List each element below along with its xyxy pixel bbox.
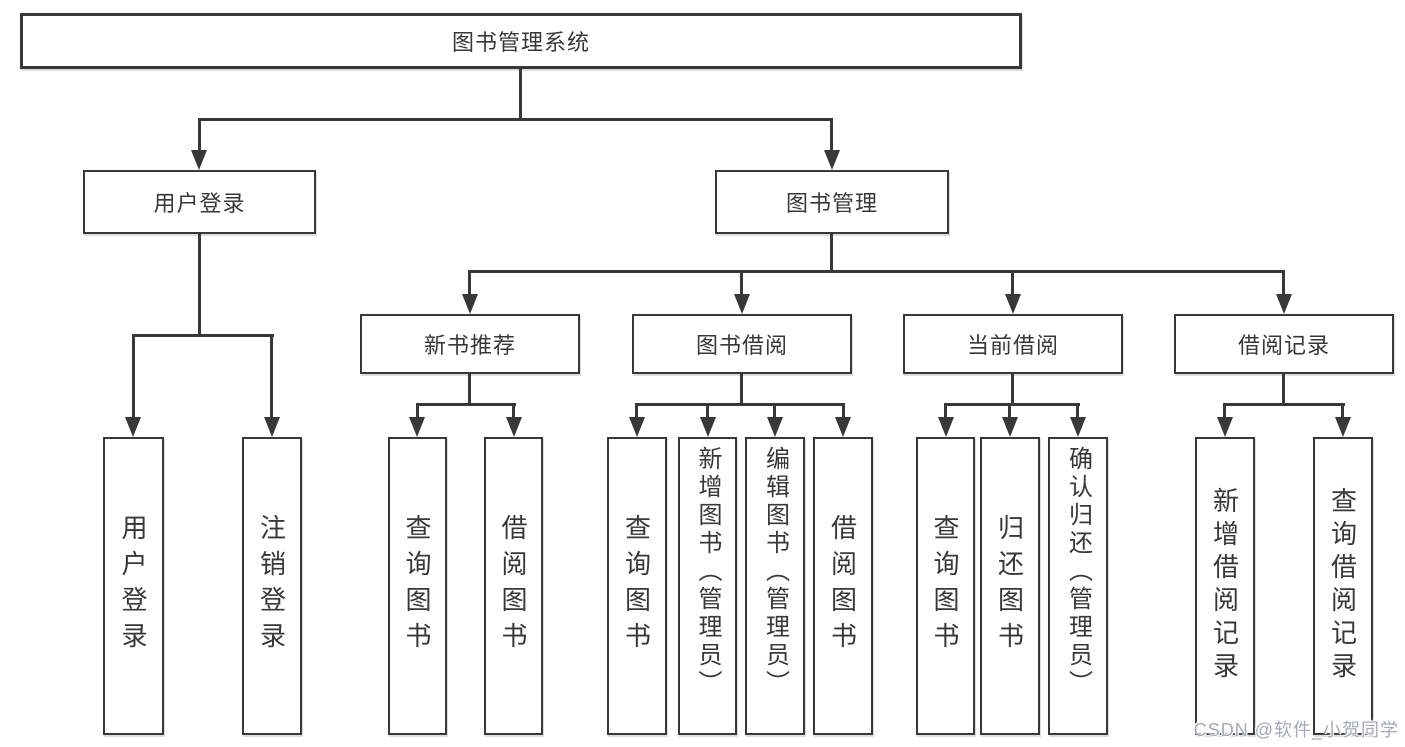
node-book-borrowing: 图书借阅 (632, 314, 852, 374)
connector-borrow-record-stem (1282, 374, 1285, 405)
connector-drop (706, 403, 709, 419)
leaf-borrow-books: 借阅图书 (813, 437, 873, 735)
leaf-borrow-books-recommend: 借阅图书 (484, 437, 543, 735)
connector-drop (512, 403, 515, 419)
connector-rail-book-borrow (635, 403, 845, 406)
leaf-return-books: 归还图书 (980, 437, 1040, 735)
arrow-down-icon (125, 417, 141, 437)
node-current-borrowing: 当前借阅 (903, 314, 1123, 374)
connector-current-borrow-stem (1011, 374, 1014, 405)
arrow-down-icon (734, 294, 750, 314)
leaf-logout-login: 注销登录 (242, 437, 302, 735)
connector-drop-book-borrow (740, 270, 743, 296)
connector-drop-leaf-user-login (132, 334, 135, 419)
arrow-down-icon (1276, 294, 1292, 314)
connector-drop (944, 403, 947, 419)
node-user-login: 用户登录 (83, 170, 316, 234)
arrow-down-icon (629, 417, 645, 437)
arrow-down-icon (767, 417, 783, 437)
connector-drop-current-borrow (1011, 270, 1014, 296)
arrow-down-icon (409, 417, 425, 437)
arrow-down-icon (1005, 294, 1021, 314)
leaf-search-books-recommend: 查询图书 (388, 437, 447, 735)
connector-new-book-stem (468, 374, 471, 405)
arrow-down-icon (938, 417, 954, 437)
connector-rail-level1 (198, 118, 833, 121)
connector-drop-borrow-record (1282, 270, 1285, 296)
connector-drop (1076, 403, 1079, 419)
arrow-down-icon (824, 150, 840, 170)
arrow-down-icon (1217, 417, 1233, 437)
arrow-down-icon (462, 294, 478, 314)
connector-rail-new-book (416, 403, 516, 406)
connector-drop (416, 403, 419, 419)
connector-book-borrow-stem (740, 374, 743, 405)
leaf-edit-books-admin: 编辑图书（管理员） (745, 437, 805, 735)
leaf-search-books-current: 查询图书 (916, 437, 975, 735)
node-new-book-recommend: 新书推荐 (360, 314, 580, 374)
arrow-down-icon (700, 417, 716, 437)
node-root-library-system: 图书管理系统 (20, 13, 1022, 69)
node-borrowing-records: 借阅记录 (1174, 314, 1394, 374)
leaf-user-login: 用户登录 (103, 437, 164, 735)
arrow-down-icon (506, 417, 522, 437)
leaf-search-books-borrowing: 查询图书 (607, 437, 667, 735)
arrow-down-icon (835, 417, 851, 437)
arrow-down-icon (264, 417, 280, 437)
connector-rail-level3 (468, 270, 1285, 273)
connector-user-login-stem (198, 234, 201, 336)
arrow-down-icon (1070, 417, 1086, 437)
connector-rail-current-borrow (944, 403, 1080, 406)
connector-drop-book-mgmt (830, 118, 833, 152)
connector-root-stem (519, 69, 522, 120)
arrow-down-icon (191, 150, 207, 170)
connector-rail-user-login (132, 334, 274, 337)
connector-drop (1008, 403, 1011, 419)
csdn-watermark: CSDN @软件_小贺同学 (1193, 720, 1399, 740)
arrow-down-icon (1002, 417, 1018, 437)
leaf-confirm-return-admin: 确认归还（管理员） (1048, 437, 1108, 735)
leaf-search-borrow-record: 查询借阅记录 (1313, 437, 1373, 735)
connector-drop-leaf-logout (270, 334, 273, 419)
connector-drop (1223, 403, 1226, 419)
connector-drop-new-book (468, 270, 471, 296)
connector-drop (635, 403, 638, 419)
leaf-add-books-admin: 新增图书（管理员） (678, 437, 737, 735)
connector-rail-borrow-record (1223, 403, 1345, 406)
arrow-down-icon (1335, 417, 1351, 437)
connector-book-mgmt-stem (830, 234, 833, 272)
connector-drop-user-login (198, 118, 201, 152)
leaf-add-borrow-record: 新增借阅记录 (1195, 437, 1255, 735)
connector-drop (773, 403, 776, 419)
connector-drop (842, 403, 845, 419)
node-book-management: 图书管理 (715, 170, 949, 234)
connector-drop (1341, 403, 1344, 419)
